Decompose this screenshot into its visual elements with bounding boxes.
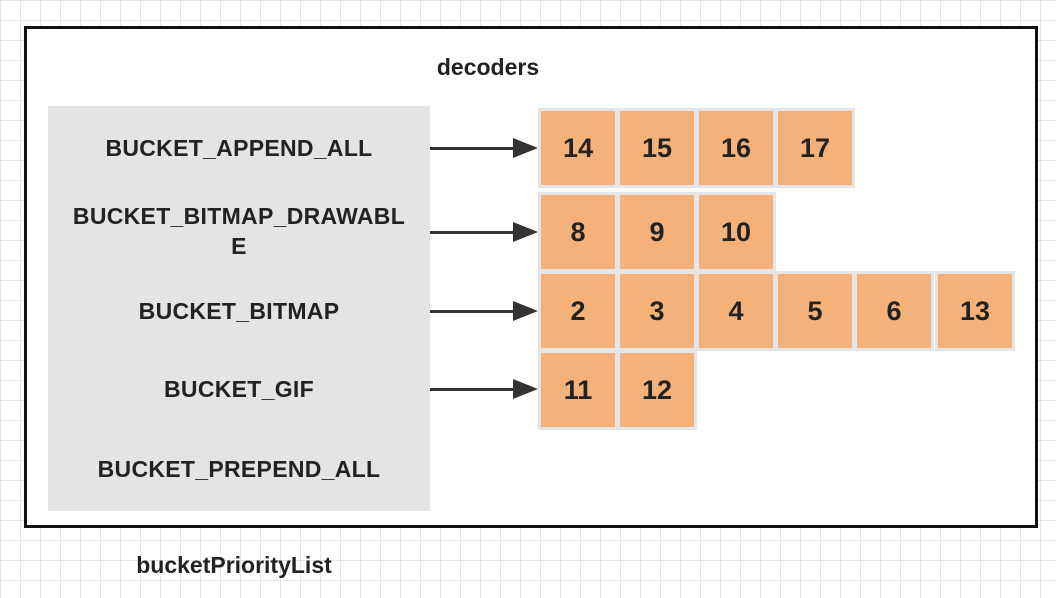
bucket-label-bitmap-drawable: BUCKET_BITMAP_DRAWABLE — [72, 203, 406, 259]
decoders-title: decoders — [436, 54, 540, 80]
decoder-cell: 16 — [696, 108, 776, 188]
bucket-label-gif: BUCKET_GIF — [164, 376, 314, 402]
bucket-label-bitmap: BUCKET_BITMAP — [138, 298, 340, 324]
bucket-priority-list-caption: bucketPriorityList — [136, 552, 332, 578]
decoder-cell: 9 — [617, 192, 697, 272]
decoder-cell: 4 — [696, 271, 776, 351]
decoder-cell: 13 — [935, 271, 1015, 351]
decoder-cell: 3 — [617, 271, 697, 351]
decoder-cell: 8 — [538, 192, 618, 272]
decoder-cell: 12 — [617, 350, 697, 430]
decoder-cell: 10 — [696, 192, 776, 272]
arrow-bitmap — [430, 301, 538, 321]
arrow-gif — [430, 379, 538, 399]
decoder-cell: 15 — [617, 108, 697, 188]
decoder-cell: 14 — [538, 108, 618, 188]
decoder-cell: 2 — [538, 271, 618, 351]
decoder-cell: 5 — [775, 271, 855, 351]
decoder-cell: 17 — [775, 108, 855, 188]
bucket-label-prepend-all: BUCKET_PREPEND_ALL — [97, 456, 381, 482]
bucket-label-append-all: BUCKET_APPEND_ALL — [105, 135, 373, 161]
arrow-bitmap-drawable — [430, 222, 538, 242]
arrow-append-all — [430, 138, 538, 158]
decoder-cell: 6 — [854, 271, 934, 351]
decoder-cell: 11 — [538, 350, 618, 430]
bucket-list-panel — [48, 106, 430, 511]
